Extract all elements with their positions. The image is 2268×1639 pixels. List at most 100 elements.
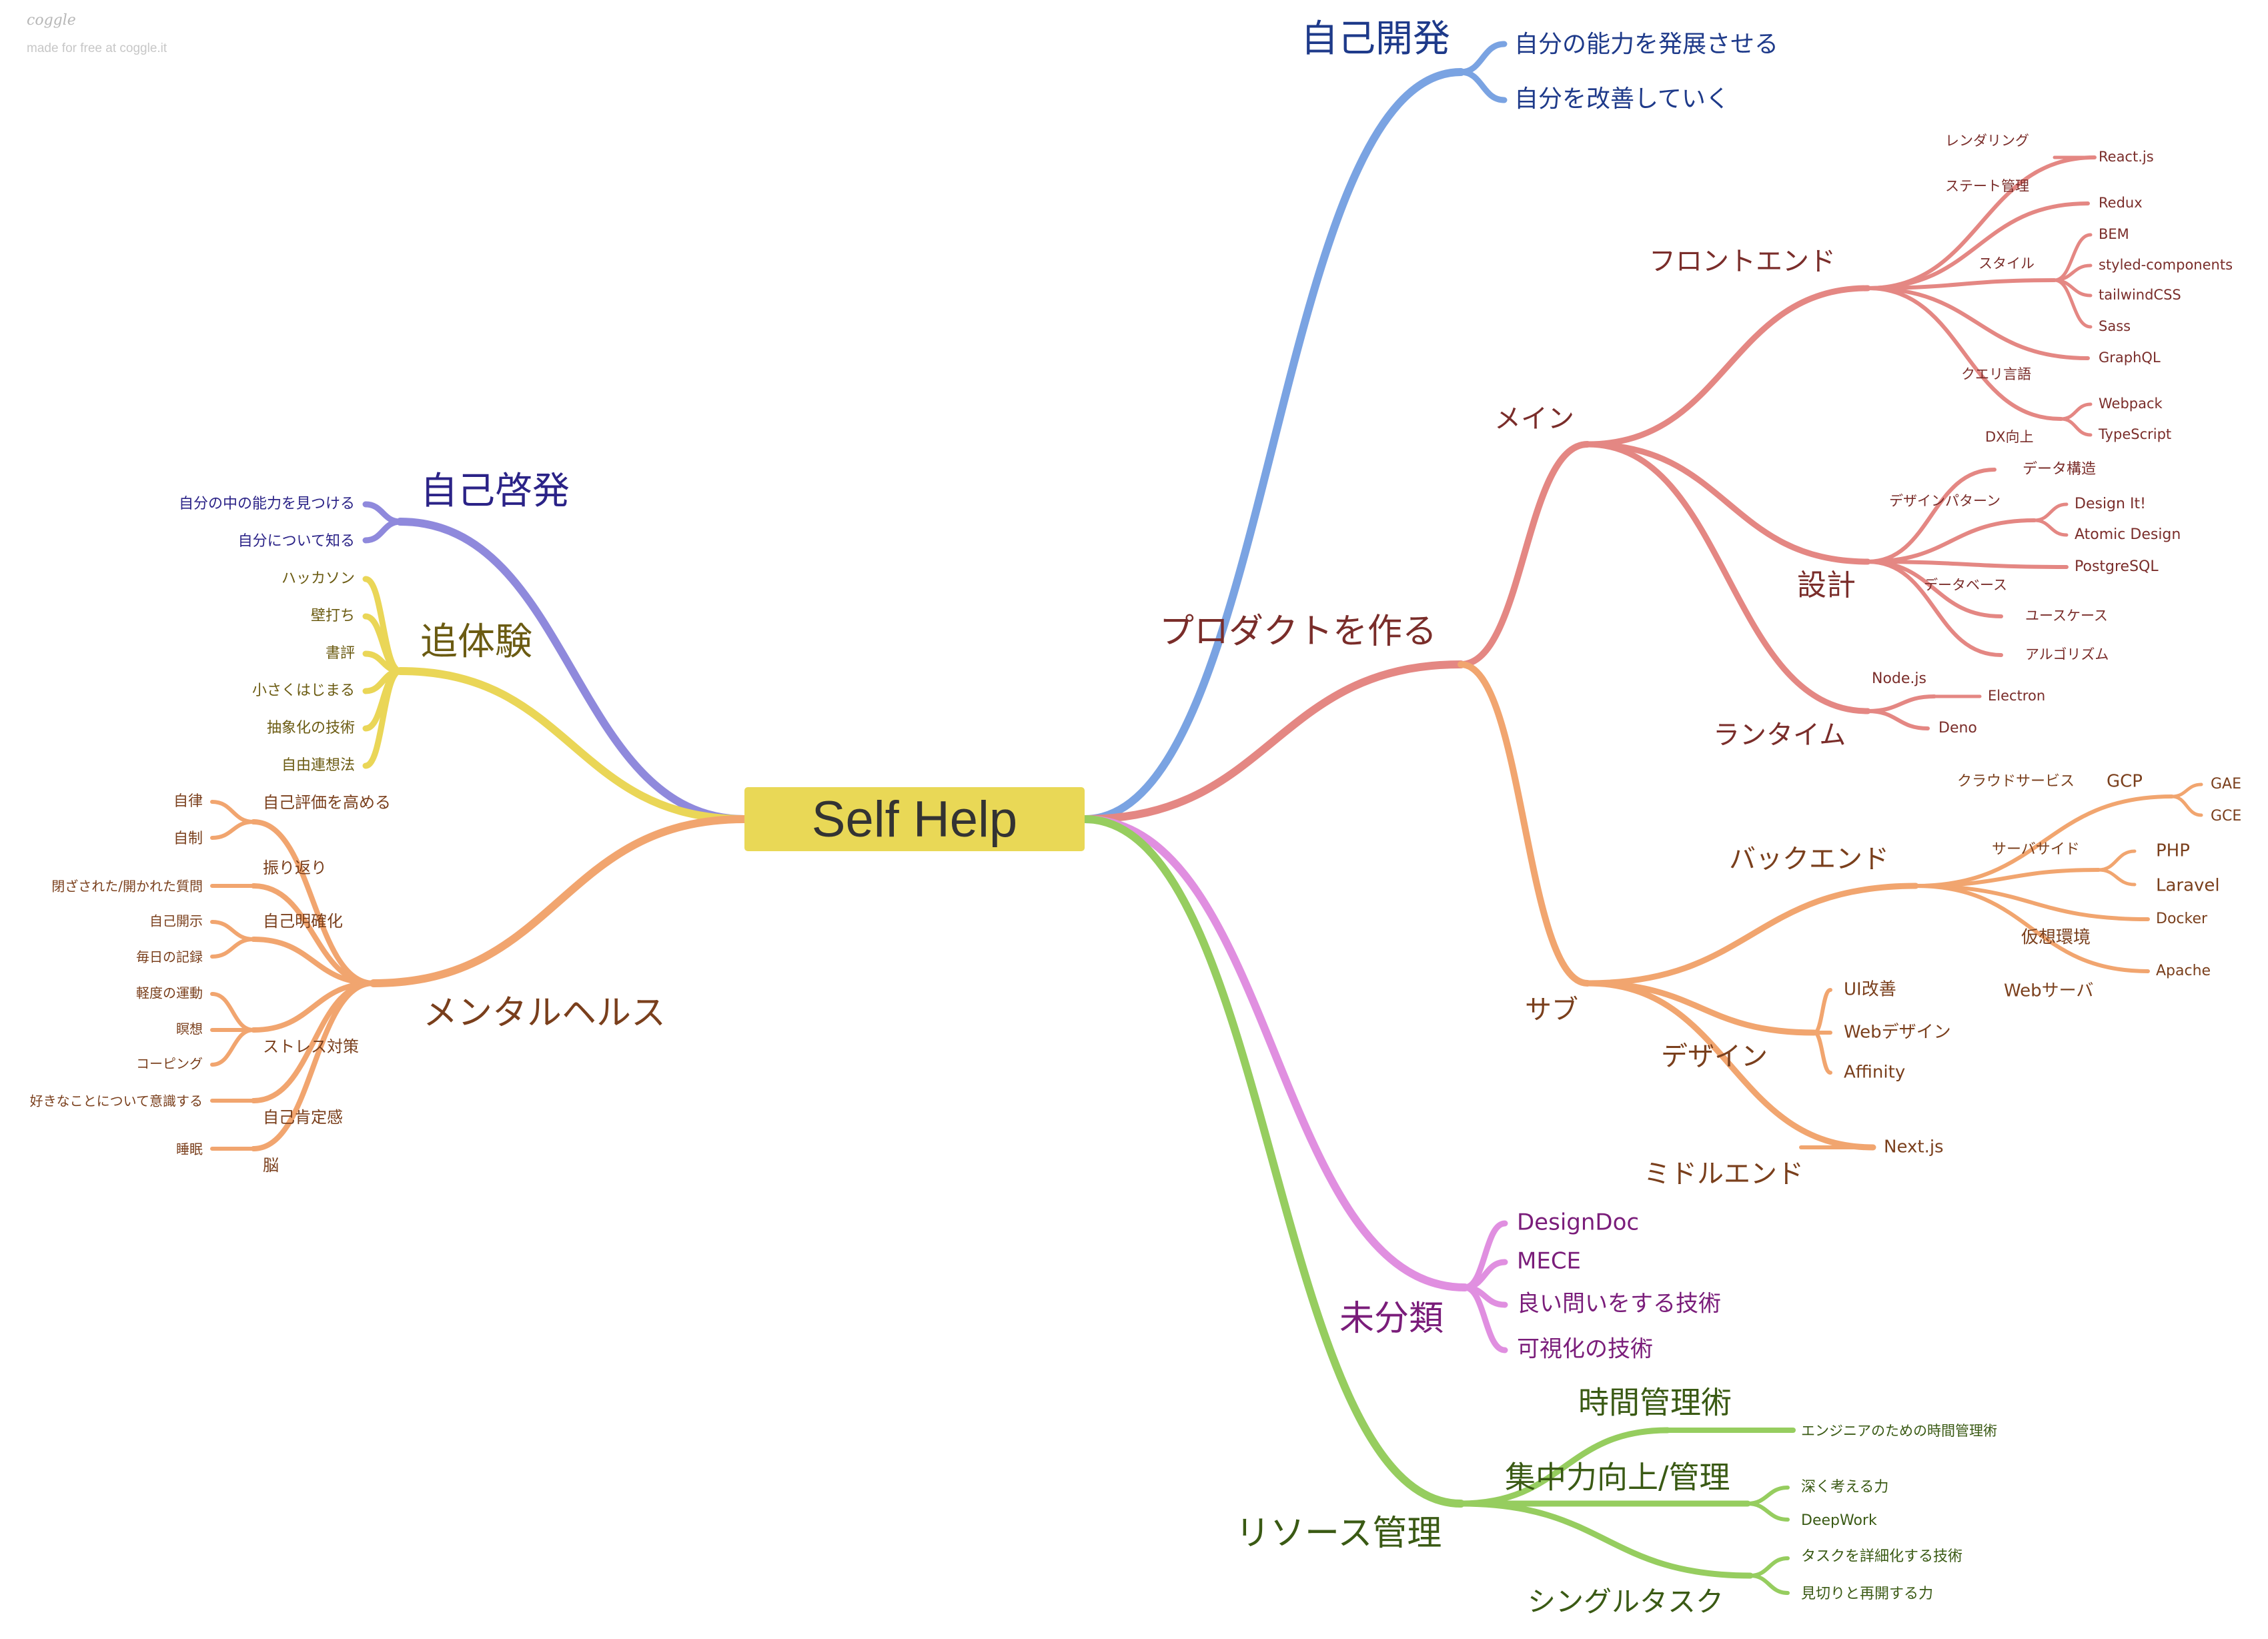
node-label[interactable]: GCE [2211, 808, 2241, 825]
edge [1866, 560, 2003, 657]
node-uncategorized[interactable]: 未分類 [1339, 1299, 1444, 1339]
node-label[interactable]: 自己評価を高める [263, 793, 391, 812]
node-label[interactable]: Next.js [1884, 1137, 1944, 1157]
node-label[interactable]: 自分の中の能力を見つける [179, 496, 355, 512]
node-single[interactable]: シングルタスク [1528, 1586, 1724, 1618]
node-label[interactable]: 自分について知る [238, 533, 355, 550]
node-label[interactable]: 閉ざされた/開かれた質問 [51, 879, 203, 895]
node-label[interactable]: 自律 [173, 793, 203, 810]
node-label[interactable]: React.js [2099, 149, 2154, 165]
node-label[interactable]: ユースケース [2025, 608, 2108, 624]
node-runtime[interactable]: ランタイム [1713, 720, 1846, 750]
node-label[interactable]: PHP [2156, 841, 2190, 861]
node-label[interactable]: 脳 [263, 1156, 279, 1175]
node-product[interactable]: プロダクトを作る [1159, 612, 1437, 652]
node-frontend[interactable]: フロントエンド [1649, 246, 1836, 277]
node-label[interactable]: Sass [2099, 318, 2131, 334]
node-label[interactable]: Atomic Design [2075, 526, 2181, 543]
node-jiko-kaihatsu-child[interactable]: 自分を改善していく [1514, 85, 1730, 113]
node-label[interactable]: 自己明確化 [263, 912, 343, 931]
node-label[interactable]: styled-components [2099, 257, 2233, 273]
node-label[interactable]: Design It! [2075, 496, 2146, 512]
node-label[interactable]: GCP [2107, 772, 2143, 792]
node-label[interactable]: 壁打ち [311, 608, 355, 624]
node-label[interactable]: 良い問いをする技術 [1517, 1291, 1721, 1317]
node-label[interactable]: Webサーバ [2004, 981, 2093, 1001]
node-label[interactable]: 仮想環境 [2021, 928, 2091, 948]
node-sekkei[interactable]: 設計 [1797, 568, 1856, 602]
node-label[interactable]: tailwindCSS [2099, 287, 2181, 303]
node-label[interactable]: データ構造 [2023, 461, 2096, 478]
node-label[interactable]: ハッカソン [281, 570, 355, 587]
root-node[interactable]: Self Help [744, 787, 1085, 851]
node-label[interactable]: レンダリング [1945, 133, 2029, 149]
node-label[interactable]: Webデザイン [1844, 1023, 1951, 1043]
node-label[interactable]: サーバサイド [1992, 841, 2080, 858]
node-label[interactable]: クエリ言語 [1961, 366, 2031, 382]
node-backend[interactable]: バックエンド [1729, 844, 1889, 875]
node-label[interactable]: Laravel [2156, 876, 2220, 896]
node-resource[interactable]: リソース管理 [1235, 1514, 1442, 1554]
node-label[interactable]: 自制 [173, 831, 203, 847]
node-main[interactable]: メイン [1494, 404, 1574, 434]
node-label[interactable]: UI改善 [1844, 980, 1896, 1000]
node-label[interactable]: 可視化の技術 [1517, 1336, 1653, 1363]
node-label[interactable]: 軽度の運動 [136, 985, 203, 1001]
node-label[interactable]: GAE [2211, 776, 2241, 792]
node-label[interactable]: 抽象化の技術 [267, 720, 355, 736]
node-jiko-kaihatsu-child[interactable]: 自分の能力を発展させる [1514, 31, 1778, 58]
node-label[interactable]: Affinity [1844, 1063, 1905, 1083]
node-focus[interactable]: 集中力向上/管理 [1505, 1460, 1730, 1496]
node-label[interactable]: デザインパターン [1889, 493, 2001, 509]
edge [1462, 1259, 1508, 1291]
node-label[interactable]: TypeScript [2098, 426, 2171, 442]
node-label[interactable]: 振り返り [263, 859, 327, 877]
edge [2059, 417, 2093, 437]
node-label[interactable]: 自己肯定感 [263, 1108, 343, 1127]
node-label[interactable]: Apache [2156, 963, 2211, 979]
node-label[interactable]: DX向上 [1985, 429, 2034, 445]
node-label[interactable]: Redux [2099, 195, 2143, 211]
node-label[interactable]: スタイル [1978, 255, 2035, 271]
node-jiko-kaihatsu[interactable]: 自己開発 [1301, 17, 1450, 61]
node-middle[interactable]: ミドルエンド [1644, 1159, 1804, 1189]
node-label[interactable]: 自由連想法 [281, 757, 355, 774]
node-label[interactable]: コーピング [136, 1056, 203, 1072]
node-label[interactable]: データベース [1924, 577, 2007, 593]
edge-frontend [1584, 285, 1871, 448]
node-label[interactable]: DeepWork [1801, 1512, 1877, 1529]
edge [1914, 884, 2150, 921]
node-mental[interactable]: メンタルヘルス [423, 993, 666, 1033]
node-label[interactable]: BEM [2099, 226, 2129, 242]
node-label[interactable]: ステート管理 [1945, 178, 2029, 194]
node-label[interactable]: 瞑想 [176, 1021, 203, 1037]
node-label[interactable]: 小さくはじまる [252, 682, 355, 699]
node-label[interactable]: 睡眠 [176, 1141, 203, 1157]
node-label[interactable]: アルゴリズム [2025, 646, 2109, 662]
node-design[interactable]: デザイン [1661, 1041, 1768, 1072]
node-time[interactable]: 時間管理術 [1578, 1385, 1732, 1421]
node-label[interactable]: 書評 [326, 645, 355, 662]
node-sub[interactable]: サブ [1525, 995, 1578, 1025]
node-label[interactable]: Deno [1938, 720, 1977, 736]
node-label[interactable]: 毎日の記録 [136, 949, 203, 965]
node-label[interactable]: ストレス対策 [263, 1037, 359, 1056]
node-label[interactable]: Docker [2156, 911, 2208, 927]
node-label[interactable]: 好きなことについて意識する [30, 1093, 203, 1109]
node-label[interactable]: クラウドサービス [1957, 773, 2075, 790]
node-label[interactable]: タスクを詳細化する技術 [1801, 1548, 1962, 1565]
node-label[interactable]: 見切りと再開する力 [1801, 1586, 1933, 1602]
node-tsui-taiken[interactable]: 追体験 [420, 620, 532, 664]
node-label[interactable]: 深く考える力 [1801, 1479, 1888, 1496]
node-label[interactable]: Electron [1988, 688, 2045, 704]
node-label[interactable]: Webpack [2099, 396, 2163, 412]
node-label[interactable]: DesignDoc [1517, 1209, 1639, 1236]
node-jiko-keihatsu[interactable]: 自己啓発 [420, 470, 570, 513]
node-label[interactable]: 自己開示 [149, 913, 203, 929]
node-label[interactable]: エンジニアのための時間管理術 [1801, 1423, 1997, 1439]
node-label[interactable]: MECE [1517, 1248, 1581, 1275]
edge [1866, 468, 1997, 564]
node-label[interactable]: Node.js [1872, 670, 1926, 687]
node-label[interactable]: GraphQL [2099, 350, 2161, 366]
node-label[interactable]: PostgreSQL [2075, 558, 2159, 575]
